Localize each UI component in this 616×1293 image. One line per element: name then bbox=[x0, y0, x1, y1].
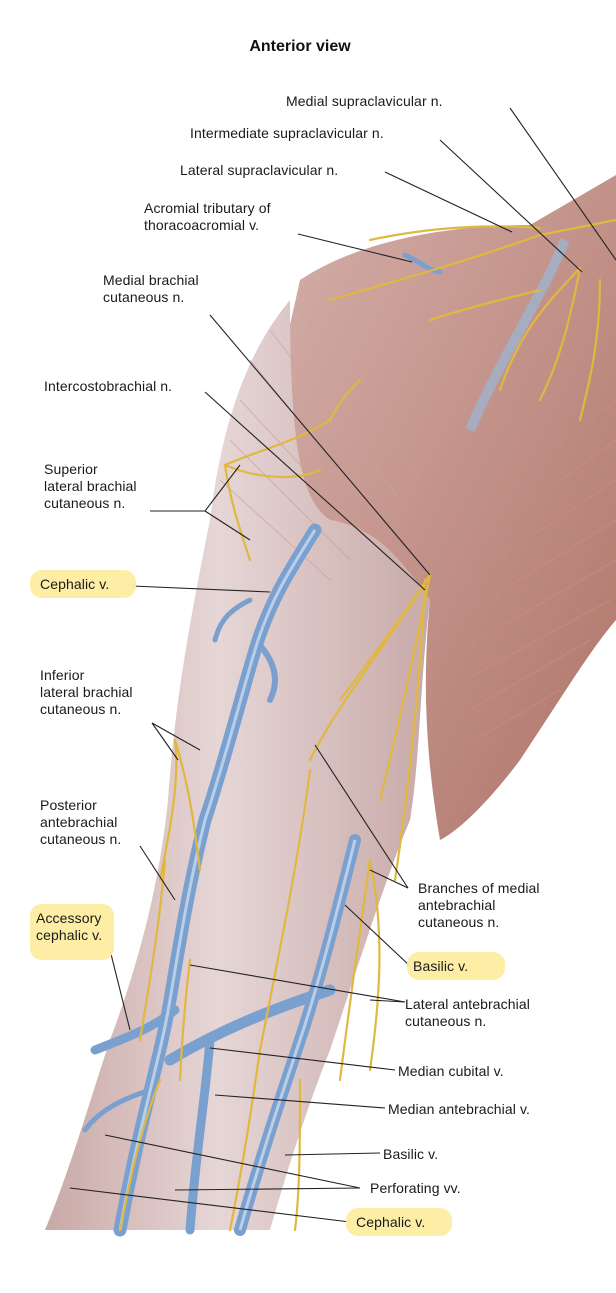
leader-lines bbox=[69, 107, 616, 1223]
label-acromial-tributary: Acromial tributary of thoracoacromial v. bbox=[144, 200, 271, 233]
label-inferior-lateral-brachial: Inferior lateral brachial cutaneous n. bbox=[40, 667, 133, 717]
label-accessory-cephalic: Accessory cephalic v. bbox=[36, 910, 103, 943]
leader-lateral-antebrachial-b bbox=[369, 999, 406, 1003]
leader-medial-brachial bbox=[209, 314, 431, 576]
leader-median-cubital bbox=[209, 1047, 396, 1071]
label-intermediate-supraclavicular: Intermediate supraclavicular n. bbox=[190, 125, 384, 141]
label-basilic-lower: Basilic v. bbox=[383, 1146, 439, 1162]
leader-perforating-a bbox=[104, 1134, 361, 1189]
label-medial-brachial-cutaneous: Medial brachial cutaneous n. bbox=[103, 272, 199, 305]
leader-basilic-lower bbox=[284, 1152, 381, 1156]
pectoral-fibers bbox=[444, 399, 616, 741]
leader-median-antebrachial bbox=[214, 1094, 386, 1109]
leader-inferior-lateral-a bbox=[151, 722, 179, 761]
highlight-basilic-upper bbox=[407, 952, 505, 980]
deltoid-fibers bbox=[219, 309, 421, 581]
leader-superior-lateral-b bbox=[204, 510, 251, 541]
label-median-antebrachial: Median antebrachial v. bbox=[388, 1101, 531, 1117]
acromial-vein bbox=[402, 252, 443, 275]
label-basilic-upper: Basilic v. bbox=[413, 958, 469, 974]
vein-branch-3 bbox=[82, 1087, 153, 1133]
leader-lateral-antebrachial bbox=[189, 964, 406, 1003]
leader-accessory-cephalic bbox=[109, 949, 131, 1031]
leader-medial-supraclavicular bbox=[509, 107, 616, 261]
label-lateral-antebrachial: Lateral antebrachial cutaneous n. bbox=[405, 996, 530, 1029]
leader-intermediate-supraclavicular bbox=[439, 139, 583, 273]
axillary-vein bbox=[465, 238, 570, 432]
vein-branch bbox=[252, 637, 278, 703]
highlight-accessory-cephalic bbox=[30, 904, 114, 960]
label-posterior-antebrachial: Posterior antebrachial cutaneous n. bbox=[40, 797, 122, 847]
leader-inferior-lateral-b bbox=[151, 722, 201, 751]
leader-intercostobrachial bbox=[204, 391, 426, 591]
leader-posterior-antebrachial bbox=[139, 845, 176, 901]
leader-lateral-supraclavicular bbox=[384, 171, 513, 233]
highlight-cephalic-upper bbox=[30, 570, 136, 598]
leader-cephalic-upper bbox=[131, 585, 271, 593]
label-branches-medial-antebrachial: Branches of medial antebrachial cutaneou… bbox=[418, 880, 540, 930]
leader-perforating-b bbox=[174, 1187, 361, 1191]
label-median-cubital: Median cubital v. bbox=[398, 1063, 504, 1079]
label-lateral-supraclavicular: Lateral supraclavicular n. bbox=[180, 162, 339, 178]
label-cephalic-lower: Cephalic v. bbox=[356, 1214, 426, 1230]
median-antebrachial-vein bbox=[185, 1035, 215, 1235]
label-medial-supraclavicular: Medial supraclavicular n. bbox=[286, 93, 443, 109]
label-intercostobrachial: Intercostobrachial n. bbox=[44, 378, 173, 394]
highlight-cephalic-lower bbox=[346, 1208, 452, 1236]
leader-branches-medial bbox=[314, 744, 409, 889]
median-cubital-vein bbox=[164, 984, 336, 1066]
leader-cephalic-lower bbox=[69, 1187, 351, 1223]
label-perforating: Perforating vv. bbox=[370, 1180, 461, 1196]
leader-basilic-upper bbox=[344, 904, 411, 967]
figure-title: Anterior view bbox=[249, 38, 351, 55]
vein-branch-2 bbox=[212, 597, 253, 643]
label-cephalic-upper: Cephalic v. bbox=[40, 576, 110, 592]
leader-branches-medial-b bbox=[369, 869, 409, 889]
label-superior-lateral-brachial: Superior lateral brachial cutaneous n. bbox=[44, 461, 137, 511]
arm-region bbox=[45, 300, 430, 1230]
leader-acromial bbox=[297, 233, 413, 263]
